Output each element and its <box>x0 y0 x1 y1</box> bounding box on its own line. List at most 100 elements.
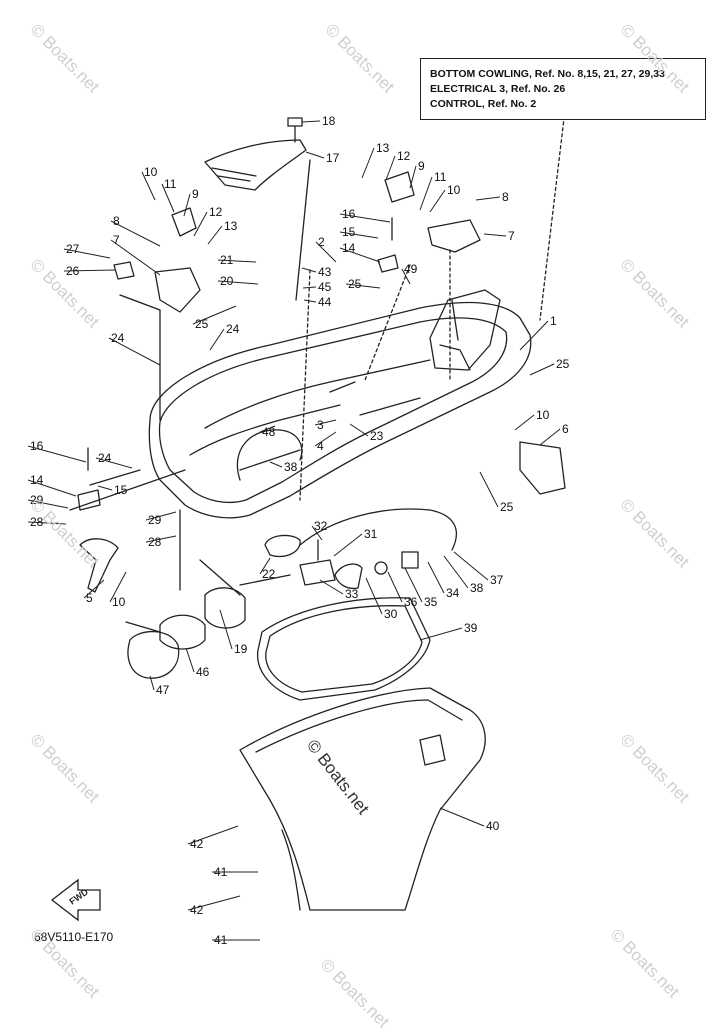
callout-leader <box>217 259 257 263</box>
callout-number-38: 38 <box>470 581 484 595</box>
callout-leader <box>219 609 233 650</box>
callout-number-9: 9 <box>192 187 199 201</box>
callout-leader <box>385 155 396 181</box>
callout-leader <box>475 196 501 201</box>
callout-leader <box>108 337 161 366</box>
grommet-22 <box>264 534 301 558</box>
callout-number-20: 20 <box>220 274 234 288</box>
bottom-cowling-inner <box>189 359 431 456</box>
callout-number-3: 3 <box>317 418 324 432</box>
callout-leader <box>539 428 561 446</box>
callout-leader <box>529 363 555 376</box>
callout-number-10: 10 <box>112 595 126 609</box>
plate-14-left <box>77 489 101 511</box>
callout-number-8: 8 <box>502 190 509 204</box>
callout-number-35: 35 <box>424 595 438 609</box>
callout-number-24: 24 <box>226 322 240 336</box>
hose-38 <box>236 429 303 481</box>
callout-number-49: 49 <box>404 262 418 276</box>
callout-leader <box>345 283 381 289</box>
callout-number-10: 10 <box>536 408 550 422</box>
grommet-46 <box>159 614 206 650</box>
callout-number-33: 33 <box>345 587 359 601</box>
callout-leader <box>404 567 423 603</box>
callout-number-11: 11 <box>434 170 447 184</box>
callout-leader <box>361 147 375 179</box>
callout-number-27: 27 <box>66 242 80 256</box>
callout-leader <box>187 825 239 845</box>
callout-number-15: 15 <box>114 483 128 497</box>
callout-leader <box>269 461 283 468</box>
callout-leader <box>183 193 191 217</box>
callout-number-29: 29 <box>148 513 162 527</box>
lever-5 <box>79 538 119 593</box>
callout-leader <box>443 555 469 589</box>
callout-leader <box>339 247 381 263</box>
callout-leader <box>427 561 445 594</box>
callout-leader <box>83 579 105 599</box>
callout-number-42: 42 <box>190 837 204 851</box>
apron-17 <box>204 139 307 191</box>
callout-number-10: 10 <box>144 165 158 179</box>
callout-leader <box>387 571 403 603</box>
callout-leader <box>429 189 446 213</box>
hose-38-lower <box>299 508 457 551</box>
callout-leader <box>419 627 463 641</box>
bottom-cowling-outline <box>148 301 532 519</box>
callout-number-25: 25 <box>348 277 362 291</box>
cowling-front-detail <box>439 299 471 371</box>
callout-number-40: 40 <box>486 819 500 833</box>
bracket-31 <box>299 539 336 586</box>
callout-number-42: 42 <box>190 903 204 917</box>
callout-leader <box>339 231 379 239</box>
callout-leader <box>63 269 116 272</box>
switch-19 <box>204 587 246 629</box>
callout-leaders <box>27 120 561 941</box>
callout-number-16: 16 <box>30 439 44 453</box>
callout-leader <box>303 299 317 303</box>
reference-line-2: ELECTRICAL 3, Ref. No. 26 <box>430 83 566 95</box>
bottom-cowling-rim <box>158 317 508 504</box>
callout-number-38: 38 <box>284 460 298 474</box>
callout-leader <box>193 211 208 237</box>
callout-number-28: 28 <box>148 535 162 549</box>
callout-leader <box>259 557 271 575</box>
callout-leader <box>209 328 225 351</box>
callout-number-11: 11 <box>164 177 177 191</box>
bolt-18 <box>287 117 303 143</box>
callout-number-9: 9 <box>418 159 425 173</box>
callout-leader <box>27 499 69 509</box>
callout-number-47: 47 <box>156 683 170 697</box>
cowling-side-ridge <box>239 381 421 471</box>
cowling-front-tower <box>429 289 501 371</box>
reference-line-1: BOTTOM COWLING, Ref. No. 8,15, 21, 27, 2… <box>430 68 665 80</box>
plate-14-right <box>377 254 399 273</box>
callout-leader <box>110 239 161 276</box>
callout-leader <box>439 807 485 827</box>
callout-leader <box>401 268 411 285</box>
gasket-39 <box>257 597 431 701</box>
callout-number-22: 22 <box>262 567 276 581</box>
callout-leader <box>27 479 77 497</box>
callout-leader <box>314 431 337 447</box>
callout-leader <box>409 165 417 189</box>
callout-number-1: 1 <box>550 314 557 328</box>
callout-number-6: 6 <box>562 422 569 436</box>
diagram-code: 68V5110-E170 <box>34 930 114 944</box>
callout-leader <box>141 171 156 201</box>
callout-number-8: 8 <box>113 214 120 228</box>
callout-leader <box>319 579 344 595</box>
latch-7-right <box>427 219 481 253</box>
callout-number-39: 39 <box>464 621 478 635</box>
callout-leader <box>453 551 489 581</box>
fitting-35 <box>401 551 419 569</box>
callout-leader <box>145 511 177 521</box>
bracket-6 <box>519 441 566 495</box>
callout-number-5: 5 <box>86 591 93 605</box>
reference-line-3: CONTROL, Ref. No. 2 <box>430 98 537 110</box>
callout-number-44: 44 <box>318 295 332 309</box>
plate-26 <box>113 261 135 280</box>
callout-number-13: 13 <box>224 219 238 233</box>
